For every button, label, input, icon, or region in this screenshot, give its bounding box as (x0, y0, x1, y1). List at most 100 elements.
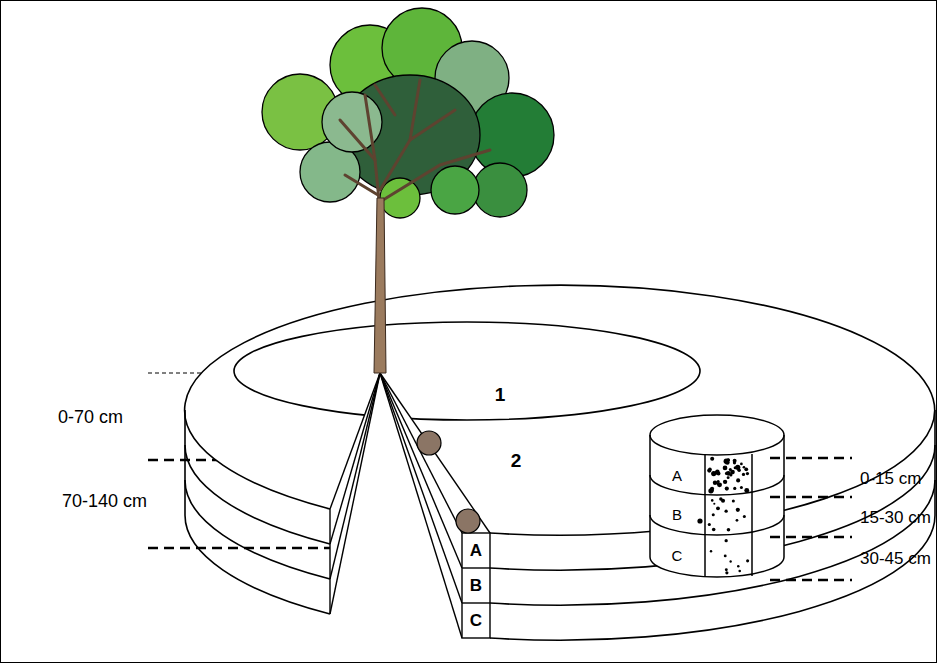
soil-particle (738, 570, 741, 573)
soil-particle (710, 550, 712, 552)
soil-particle (746, 559, 749, 562)
inner-ring (234, 322, 700, 420)
soil-particle (733, 461, 736, 464)
tree (262, 8, 554, 373)
branch (410, 110, 455, 140)
cell-divider (462, 567, 490, 568)
cylinder-side (184, 410, 186, 515)
face-line (329, 509, 330, 614)
branch (380, 80, 420, 190)
cut-faces (330, 373, 490, 638)
soil-particle (719, 497, 722, 500)
branches (340, 80, 490, 210)
core-letter: A (672, 468, 682, 485)
soil-particle (724, 554, 727, 557)
face-line (330, 373, 380, 544)
soil-particle (743, 466, 746, 469)
guide-line (770, 579, 852, 582)
layer-edge (185, 515, 330, 614)
zone-number: 1 (495, 385, 506, 406)
leaf-cluster (431, 166, 479, 214)
sample-point (417, 431, 441, 455)
guide-line (770, 496, 852, 499)
soil-particle (708, 523, 711, 526)
soil-particle (716, 506, 720, 510)
soil-particle (744, 488, 749, 493)
soil-particle (713, 503, 715, 505)
soil-particle (740, 486, 743, 489)
core-depth-label: 15-30 cm (860, 509, 931, 528)
face-line (380, 373, 462, 638)
soil-particle (725, 539, 728, 542)
face-line (380, 373, 462, 568)
branch (340, 120, 380, 210)
soil-particle (733, 487, 736, 490)
branch (383, 150, 490, 200)
soil-cylinder (185, 285, 935, 640)
core-layer-edge (650, 557, 784, 577)
core-side (649, 435, 651, 557)
soil-core (650, 415, 784, 577)
guide-line (770, 536, 852, 539)
soil-particle (711, 499, 714, 502)
soil-particle (735, 465, 740, 470)
soil-particle (725, 472, 728, 475)
soil-particles (697, 457, 749, 575)
cell-divider (462, 602, 490, 603)
core-column (751, 454, 753, 576)
soil-particle (732, 500, 735, 503)
leaf-cluster (473, 163, 527, 217)
core-layer-edge (650, 515, 784, 535)
depth-label: 0-70 cm (58, 408, 123, 428)
core-top (650, 415, 784, 455)
core-layer-edge (650, 475, 784, 495)
guide-line (770, 457, 852, 460)
soil-particle (724, 510, 727, 513)
core-depth-guides (770, 458, 852, 580)
core-letter: B (672, 507, 682, 524)
face-line (330, 373, 380, 614)
core-side (783, 435, 785, 557)
layer-letter: B (470, 577, 482, 596)
soil-particle (712, 513, 715, 516)
core-body (650, 557, 784, 577)
wedge-cut (330, 373, 490, 638)
core-letter: C (672, 548, 683, 565)
face-line (380, 373, 462, 603)
layer-letter: C (470, 612, 482, 631)
soil-particle (727, 476, 730, 479)
soil-particle (743, 515, 746, 518)
soil-particle (710, 489, 713, 492)
soil-particle (725, 571, 728, 574)
soil-particle (730, 470, 735, 475)
soil-particle (725, 486, 729, 490)
soil-particle (712, 528, 716, 532)
soil-particle (729, 560, 731, 562)
soil-particle (727, 458, 730, 461)
soil-particle (726, 458, 730, 462)
soil-particle (707, 468, 711, 472)
core-column (704, 454, 706, 576)
soil-particle (710, 457, 714, 461)
layer-letter: A (470, 542, 482, 561)
soil-particle (742, 473, 745, 476)
cylinder-side (934, 410, 936, 515)
soil-particle (737, 565, 740, 568)
face-line (380, 373, 462, 533)
branch (345, 175, 378, 195)
soil-particle (725, 568, 728, 571)
zone-number: 2 (511, 451, 522, 472)
face-line (330, 373, 380, 579)
soil-particle (717, 482, 722, 487)
layer-edge (185, 445, 330, 544)
soil-particle (740, 463, 743, 466)
leaf-cluster (470, 93, 554, 177)
soil-particle (736, 478, 740, 482)
soil-particle (746, 472, 749, 475)
sample-point (456, 509, 480, 533)
soil-particle (726, 471, 731, 476)
soil-particle (697, 518, 702, 523)
soil-particle (713, 481, 717, 485)
